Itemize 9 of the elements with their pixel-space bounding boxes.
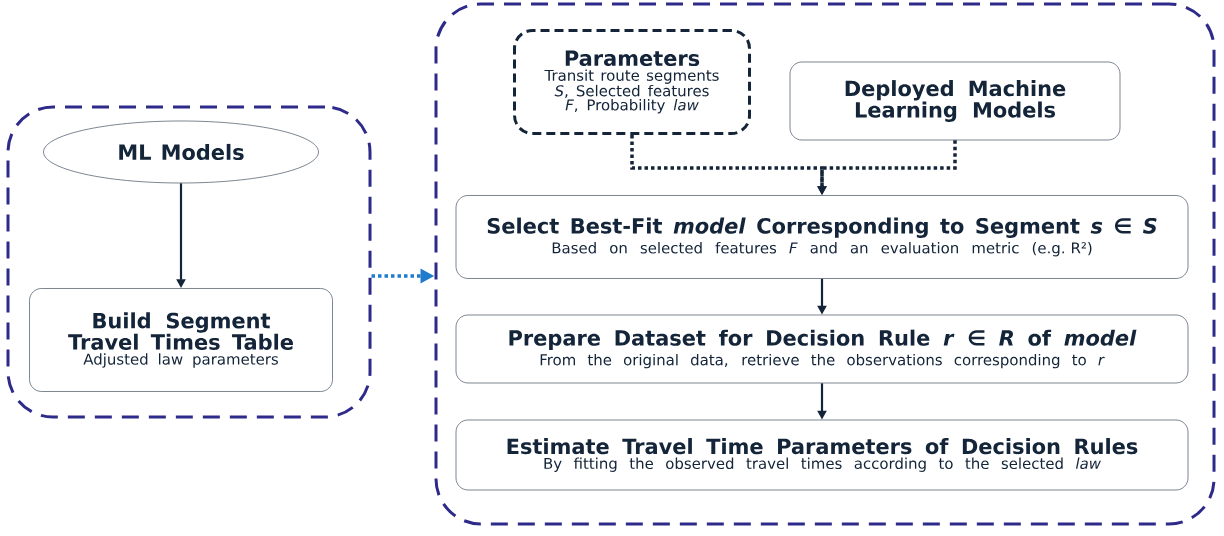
ellipse-node: ML Models — [43, 120, 319, 184]
parameters-box: Parameters Transit route segments S, Selected features F, Probability law — [513, 29, 751, 135]
process-box: Deployed Machine Learning Models — [789, 61, 1121, 141]
dashed-container — [434, 2, 1216, 526]
process-box: Estimate Travel Time Parameters of Decision Rules By fitting the observed travel times according to the selected law — [455, 419, 1189, 491]
process-box: Prepare Dataset for Decision Rule r ∈ R of model From the original data, retrieve the observations corresponding to r — [455, 314, 1189, 384]
dashed-container — [6, 105, 372, 419]
process-box: Select Best-Fit model Corresponding to Segment s ∈ S Based on selected features F and an evaluation metric (e.g. R²) — [455, 195, 1189, 279]
process-box: Build Segment Travel Times Table Adjusted law parameters — [29, 288, 333, 392]
